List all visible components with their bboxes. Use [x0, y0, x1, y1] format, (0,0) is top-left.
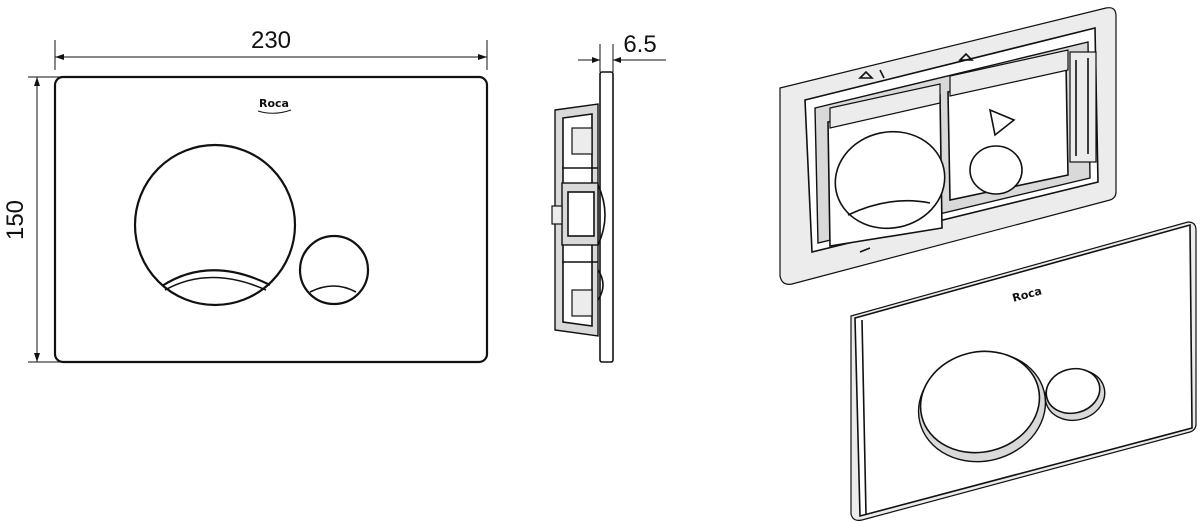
iso-full-flush-button [917, 350, 1047, 463]
half-flush-button [298, 234, 370, 306]
height-dimension: 150 [2, 76, 60, 363]
width-label: 230 [251, 27, 291, 54]
full-flush-button [133, 143, 297, 307]
side-view: 6.5 [551, 31, 666, 363]
front-view: 230 150 Roca [2, 27, 489, 364]
iso-frame [779, 7, 1117, 285]
iso-plate: Roca [850, 221, 1197, 521]
width-dimension: 230 [54, 27, 488, 70]
front-logo: Roca [259, 97, 289, 110]
iso-half-flush-button [1044, 367, 1106, 422]
front-plate-outline [53, 75, 489, 364]
height-label: 150 [2, 200, 29, 240]
thickness-dimension: 6.5 [578, 31, 666, 72]
thickness-label: 6.5 [623, 31, 656, 58]
